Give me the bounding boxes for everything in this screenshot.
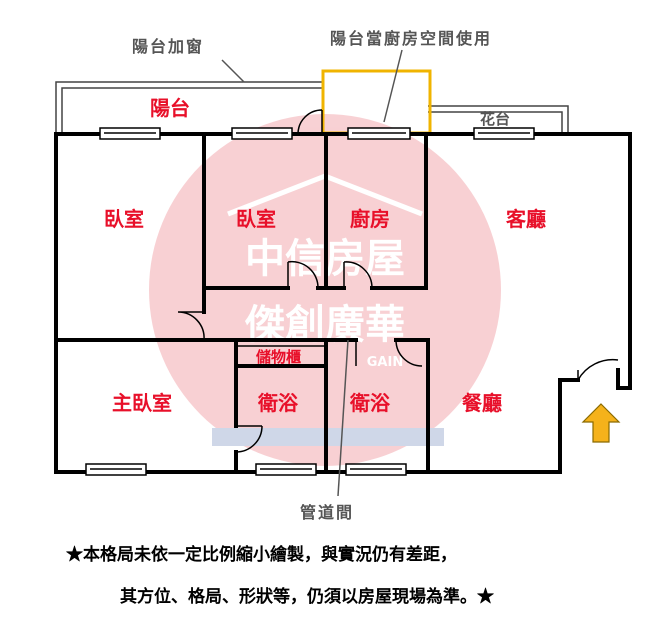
room-master-bedroom: 主臥室 (112, 391, 172, 415)
door-bath2 (395, 339, 423, 367)
annotation-balcony-kitchen: 陽台當廚房空間使用 (330, 29, 492, 48)
room-bedroom-2: 臥室 (236, 207, 276, 231)
window-top-4 (473, 127, 535, 140)
room-kitchen: 廚房 (350, 207, 390, 231)
window-bottom-2 (255, 463, 317, 476)
door-master (235, 425, 263, 453)
window-top-1 (99, 127, 161, 140)
window-bottom-3 (345, 463, 407, 476)
windows (85, 127, 535, 476)
room-bathroom-1: 衛浴 (257, 391, 299, 415)
annotation-plumbing-shaft: 管道間 (300, 503, 354, 522)
doors (177, 109, 619, 453)
disclaimer-line-1: ★本格局未依一定比例縮小繪製，與實況仍有差距， (66, 545, 457, 565)
room-dining-room: 餐廳 (462, 391, 502, 415)
window-bottom-1 (85, 463, 147, 476)
leader-lines (221, 49, 403, 497)
entrance-arrow-icon (581, 403, 621, 443)
floor-plan: 中信房屋 傑創廣華 GAIN (54, 29, 632, 522)
room-storage: 儲物櫃 (256, 348, 301, 366)
watermark-line3: GAIN (367, 355, 403, 370)
disclaimer-line-2: 其方位、格局、形狀等，仍須以房屋現場為準。★ (120, 587, 494, 607)
door-entrance (577, 358, 619, 381)
room-balcony: 陽台 (150, 96, 190, 120)
room-bathroom-2: 衛浴 (349, 391, 391, 415)
door-bedroom2 (287, 260, 319, 289)
balcony-outline (55, 81, 569, 134)
window-top-3 (347, 127, 411, 140)
door-bedroom1 (177, 311, 205, 341)
room-bedroom-1: 臥室 (104, 207, 144, 231)
annotation-balcony-window: 陽台加窗 (132, 37, 204, 56)
room-flower-bed: 花台 (480, 110, 510, 128)
door-kitchen (343, 261, 373, 289)
window-top-2 (231, 127, 293, 140)
room-living-room: 客廳 (505, 207, 546, 231)
door-balcony (297, 109, 323, 135)
walls (54, 132, 632, 474)
